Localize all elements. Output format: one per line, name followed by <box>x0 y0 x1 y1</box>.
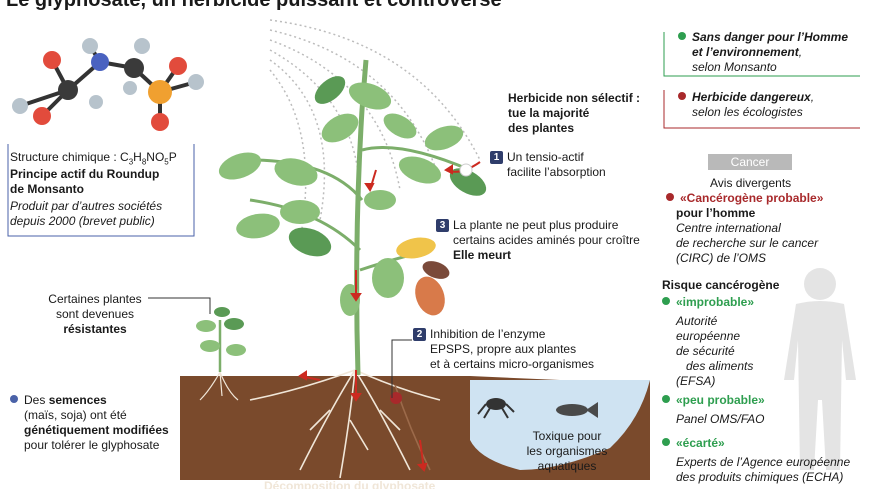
ecologistes-frame <box>663 90 860 129</box>
water <box>470 380 650 470</box>
step-3-badge: 3 <box>436 219 449 232</box>
monsanto-position: Sans danger pour l’Homme et l’environnem… <box>678 30 848 75</box>
info-frame <box>7 144 195 237</box>
step-1-badge: 1 <box>490 151 503 164</box>
molecule-icon <box>12 38 204 131</box>
efsa-position: «improbable» Autorité européenne de sécu… <box>662 295 754 389</box>
monsanto-bullet <box>678 32 686 40</box>
leader-lines <box>148 297 412 398</box>
chemical-structure: Structure chimique : C3H8NO5P <box>10 150 177 167</box>
cancer-badge: Cancer <box>708 154 792 170</box>
panel-position: «peu probable» Panel OMS/FAO <box>662 393 765 427</box>
enzyme-marker <box>390 392 402 404</box>
produit-autres: Produit par d’autres sociétés depuis 200… <box>10 199 163 228</box>
ecologistes-position: Herbicide dangereux, selon les écologist… <box>678 90 814 120</box>
avis-divergents: Avis divergents <box>710 176 792 190</box>
efsa-bullet <box>662 297 670 305</box>
ecologistes-bullet <box>678 92 686 100</box>
decomposition-label: Décomposition du glyphosate <box>264 479 436 489</box>
principe-actif: Principe actif du Roundup de Monsanto <box>10 167 160 196</box>
plant-stem <box>354 59 369 376</box>
resistant-plants-note: Certaines plantes sont devenues résistan… <box>48 292 142 336</box>
roots <box>249 369 441 479</box>
herbicide-non-selectif: Herbicide non sélectif : tue la majorité… <box>508 91 641 135</box>
echa-position: «écarté» Experts de l’Agence européenne … <box>662 436 850 485</box>
circ-bullet <box>666 193 674 201</box>
monsanto-frame <box>663 32 860 77</box>
circ-position: «Cancérogène probable» pour l’homme Cent… <box>666 191 823 266</box>
panel-bullet <box>662 395 670 403</box>
fish-icon <box>556 402 598 418</box>
resistant-plant <box>196 307 246 372</box>
page-title: Le glyphosate, un herbicide puissant et … <box>6 0 502 11</box>
frog-icon <box>477 398 515 419</box>
toxic-aquatic: Toxique pour les organismes aquatiques <box>526 429 608 473</box>
semences-bullet <box>10 395 18 403</box>
risque-cancerogene: Risque cancérogène <box>662 278 780 292</box>
echa-bullet <box>662 438 670 446</box>
semences-note: Des semences (maïs, soja) ont été généti… <box>10 393 169 453</box>
human-silhouette-icon <box>784 268 856 470</box>
plant-leaves <box>218 76 487 316</box>
step-2-badge: 2 <box>413 328 426 341</box>
